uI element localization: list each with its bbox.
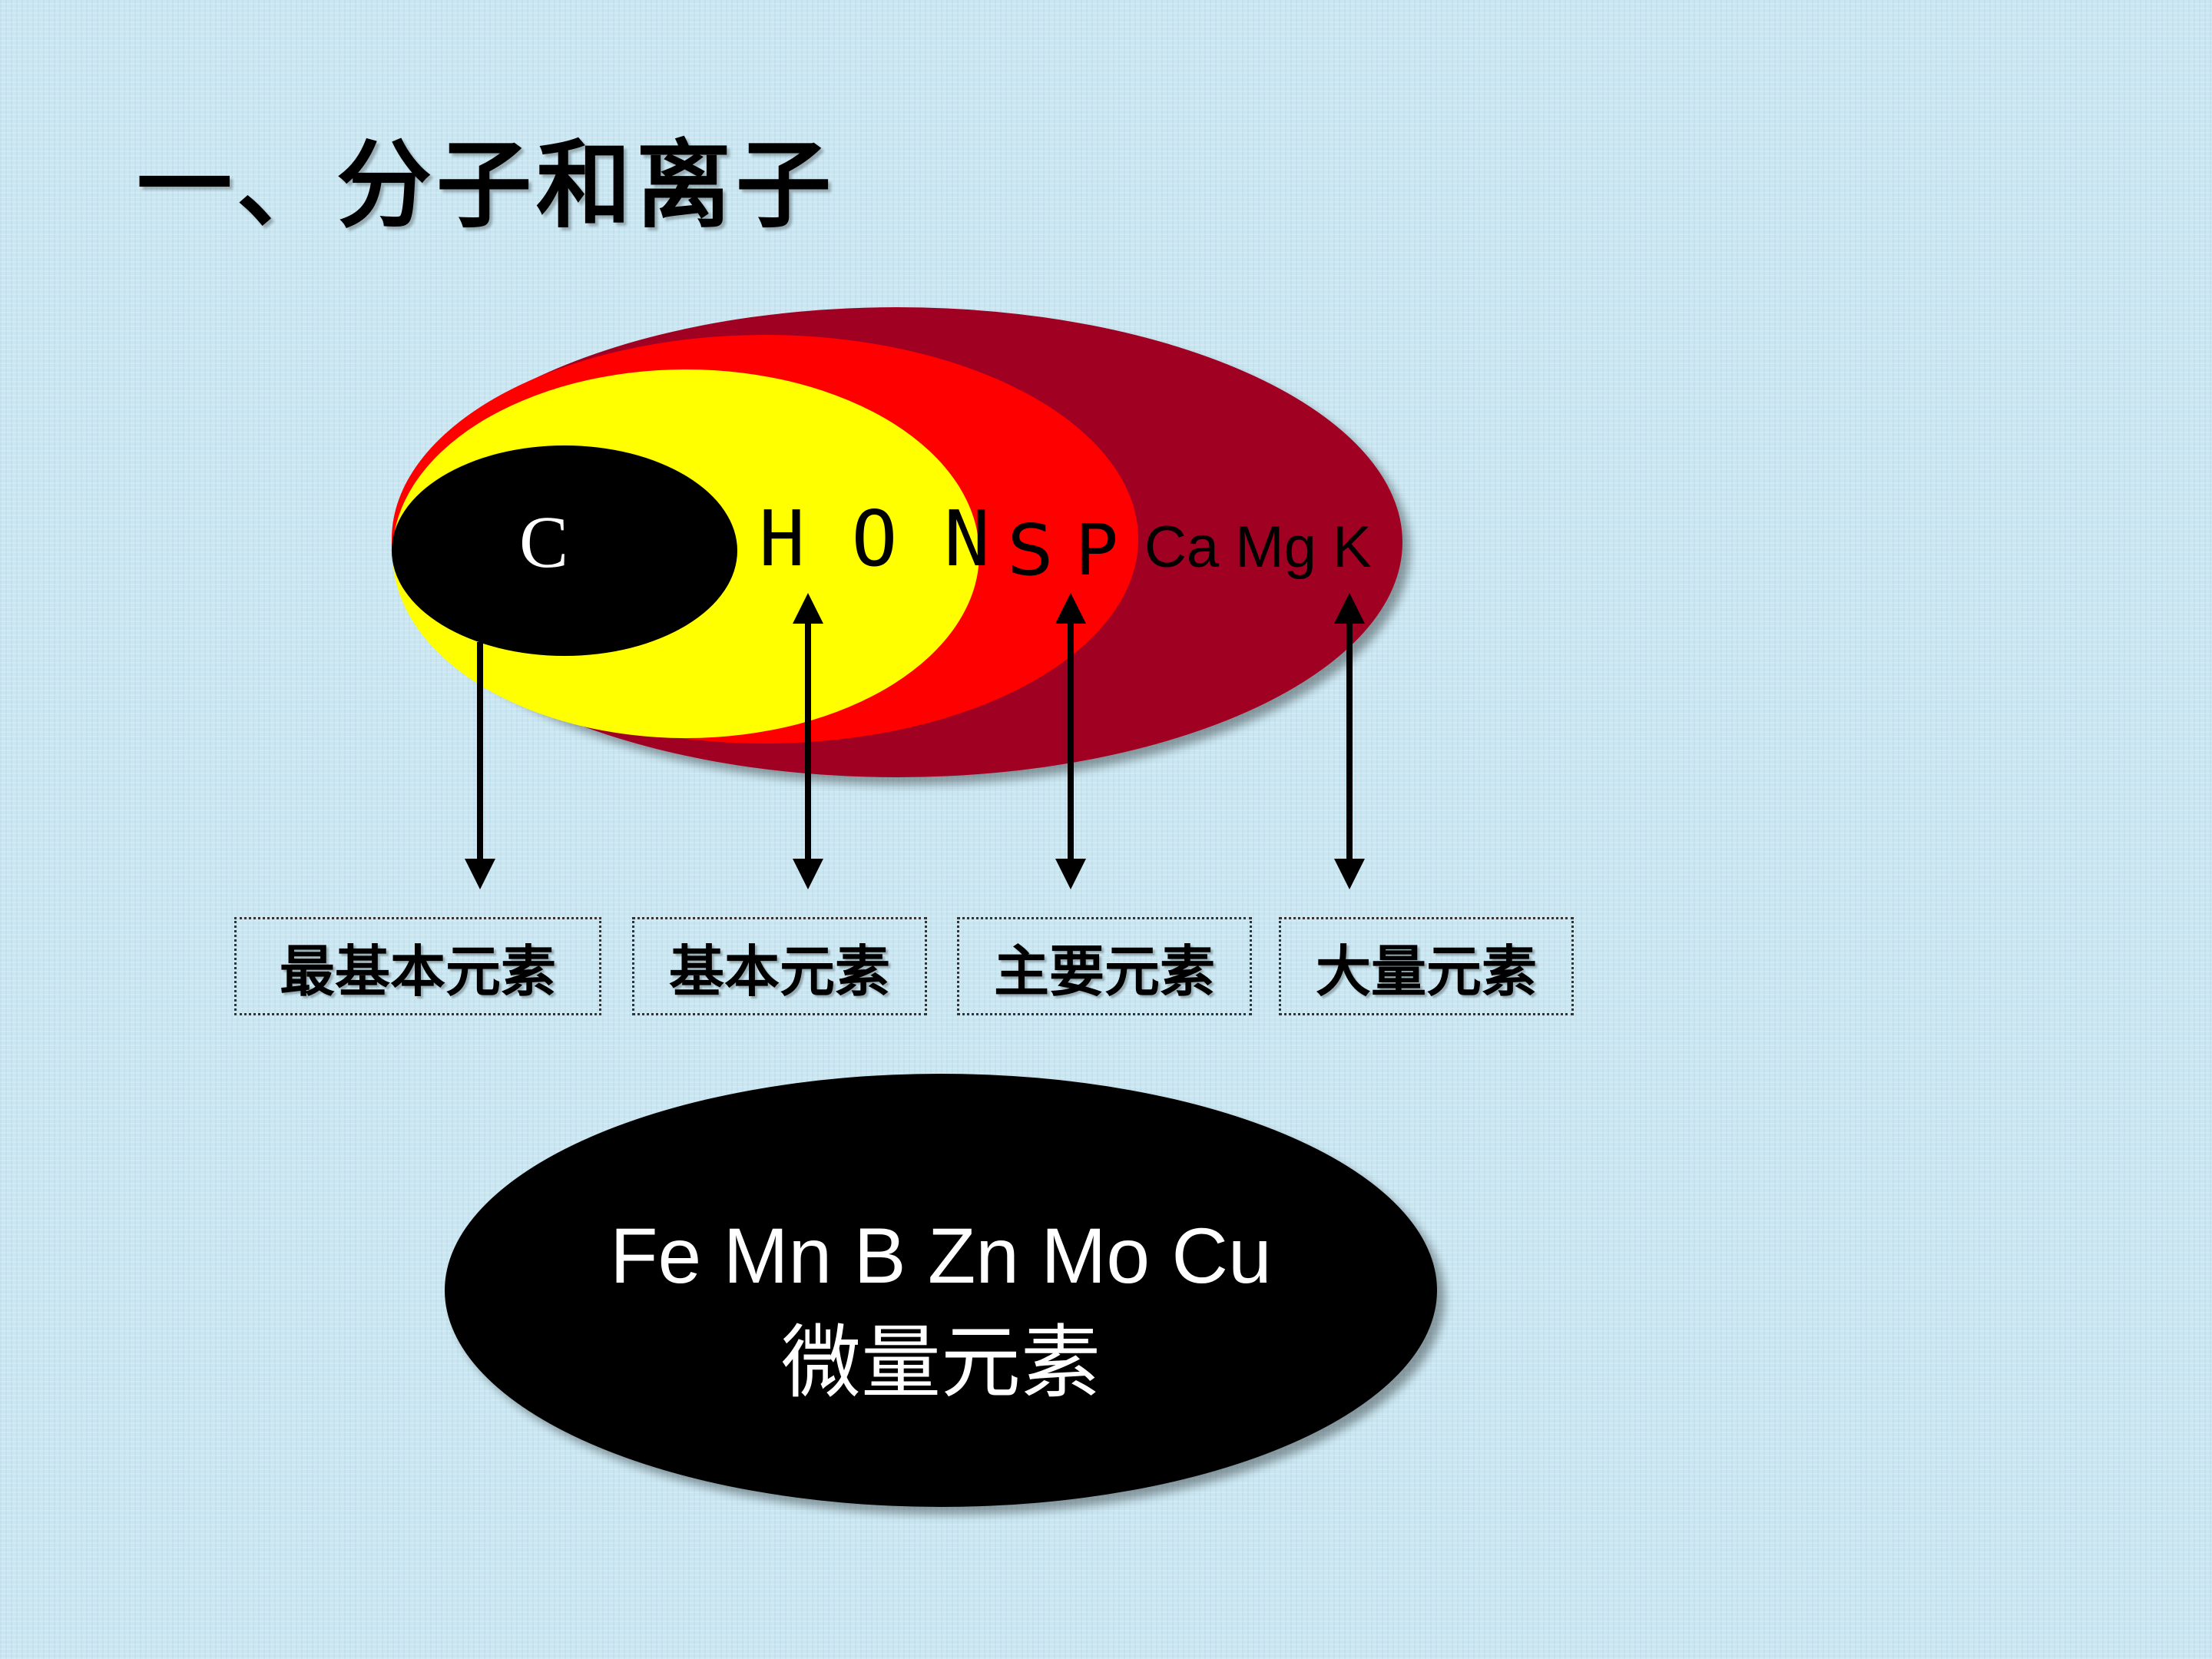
major-symbols: S P [1008,509,1118,591]
page-title: 一、分子和离子 [137,130,836,241]
label-macro-elements: 大量元素 [1279,917,1574,1015]
label-macro-text: 大量元素 [1315,939,1537,1004]
label-most-basic-elements: 最基本元素 [234,917,601,1015]
core-symbol: C [519,501,568,583]
label-basic-text: 基本元素 [668,939,890,1004]
label-major-elements: 主要元素 [957,917,1252,1015]
label-most-basic-text: 最基本元素 [279,939,556,1004]
macro-symbols: Ca Mg K [1144,515,1372,580]
label-major-text: 主要元素 [993,939,1215,1004]
trace-elements-ellipse [445,1074,1437,1507]
label-basic-elements: 基本元素 [632,917,927,1015]
core-element-ellipse [392,445,737,656]
basic-symbols: H O N [759,494,990,584]
